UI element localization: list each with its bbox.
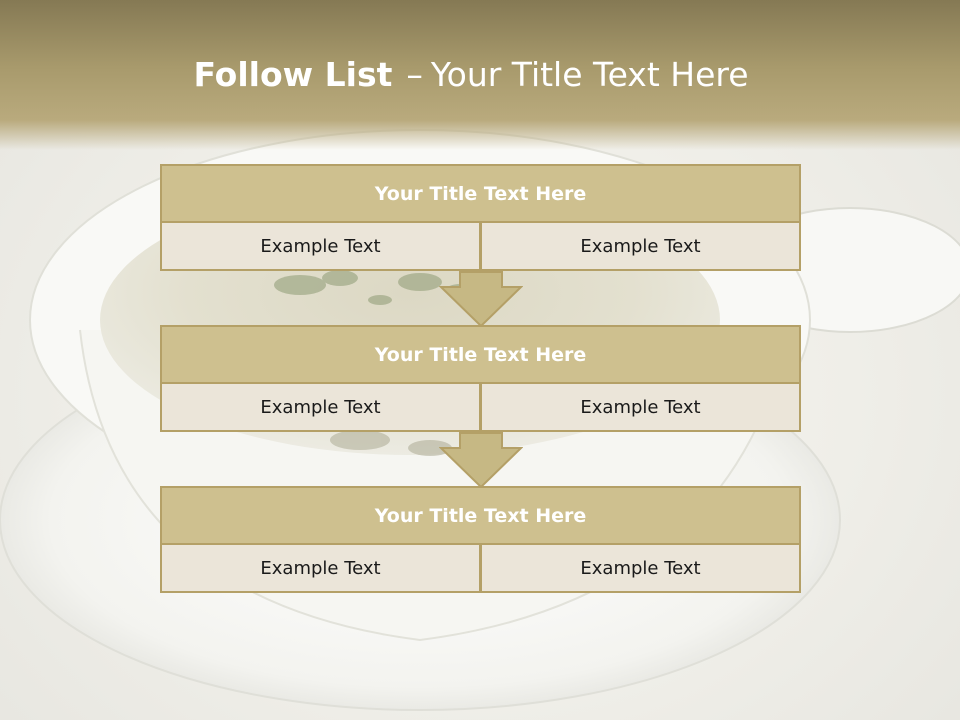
title-rest: Your Title Text Here xyxy=(430,55,749,94)
block-cell-right: Example Text xyxy=(480,543,801,593)
title-band xyxy=(0,0,960,150)
list-block-2: Your Title Text Here Example Text Exampl… xyxy=(160,325,801,432)
list-block-1: Your Title Text Here Example Text Exampl… xyxy=(160,164,801,271)
block-cell-right: Example Text xyxy=(480,382,801,432)
block-cell-right: Example Text xyxy=(480,221,801,271)
down-arrow-icon xyxy=(439,271,523,328)
list-block-3: Your Title Text Here Example Text Exampl… xyxy=(160,486,801,593)
title-separator: – xyxy=(406,55,423,94)
slide-title: Follow List–Your Title Text Here xyxy=(0,52,942,98)
block-cell-left: Example Text xyxy=(160,382,481,432)
block-title: Your Title Text Here xyxy=(160,164,801,223)
title-bold-part: Follow List xyxy=(193,55,393,94)
block-cell-left: Example Text xyxy=(160,221,481,271)
block-cell-left: Example Text xyxy=(160,543,481,593)
down-arrow-icon xyxy=(439,432,523,489)
block-title: Your Title Text Here xyxy=(160,486,801,545)
block-title: Your Title Text Here xyxy=(160,325,801,384)
